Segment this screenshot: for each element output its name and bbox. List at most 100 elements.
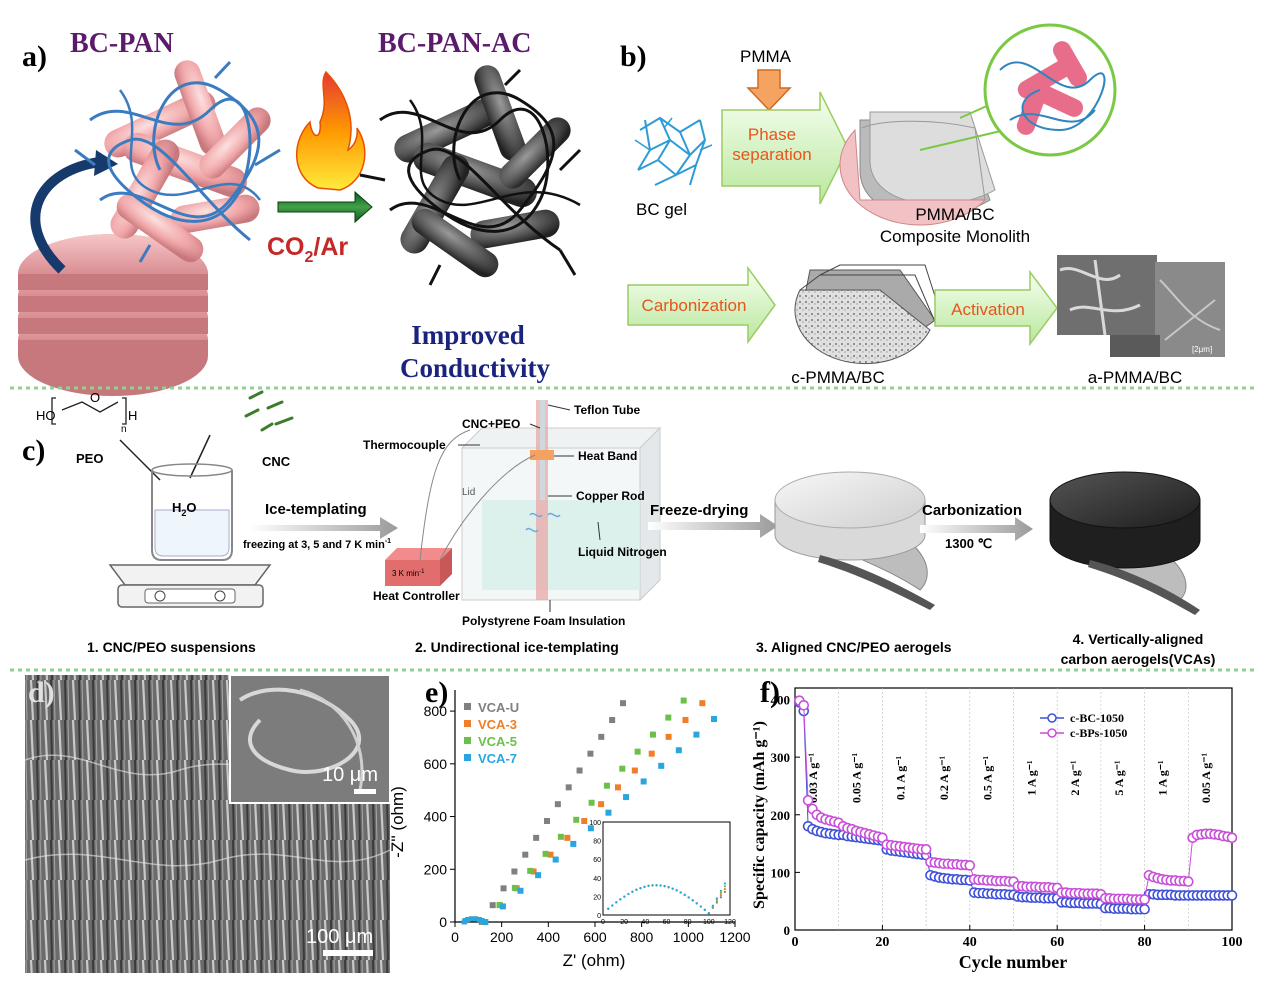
panel-a: a) BC-PAN BC-PAN-AC bbox=[18, 28, 582, 396]
eis-x-tick-label: 600 bbox=[583, 929, 607, 945]
eis-legend-label: VCA-7 bbox=[478, 751, 517, 766]
curved-arrow-icon bbox=[30, 157, 101, 274]
eis-inset-point bbox=[715, 897, 718, 900]
flame-icon bbox=[296, 70, 366, 191]
eis-inset-x-tick-label: 40 bbox=[641, 919, 649, 926]
eis-point bbox=[527, 867, 534, 874]
eis-inset-point bbox=[679, 891, 682, 894]
peo-n-text: n bbox=[121, 424, 127, 435]
ice-templating-label: Ice-templating bbox=[265, 501, 367, 518]
sem-image-2 bbox=[1155, 262, 1225, 357]
bc-pan-network-illustration bbox=[74, 60, 281, 263]
rate-point bbox=[920, 844, 932, 855]
rate-x-tick-label: 20 bbox=[875, 935, 889, 950]
eis-point bbox=[587, 750, 594, 757]
carbonization-arrow-c-icon bbox=[920, 517, 1033, 541]
eis-inset-point bbox=[671, 887, 674, 890]
eis-point bbox=[489, 902, 496, 909]
rate-x-tick-label: 80 bbox=[1138, 935, 1152, 950]
carbon-aerogel-illustration bbox=[1049, 471, 1201, 615]
eis-point bbox=[598, 733, 605, 740]
heat-controller-label: Heat Controller bbox=[373, 589, 460, 603]
inset-scale-label: 10 μm bbox=[322, 764, 378, 786]
eis-inset-point bbox=[659, 884, 662, 887]
eis-x-tick-label: 400 bbox=[537, 929, 561, 945]
eis-point bbox=[473, 916, 479, 922]
eis-point bbox=[587, 825, 594, 832]
pmma-bc-label: PMMA/BC bbox=[915, 205, 994, 224]
rate-y-tick-label: 300 bbox=[771, 750, 791, 765]
bc-pan-title: BC-PAN bbox=[70, 28, 174, 59]
heat-band-label: Heat Band bbox=[578, 449, 637, 463]
eis-inset-point bbox=[695, 902, 698, 905]
stirrer-hotplate-illustration bbox=[108, 564, 272, 608]
eis-point bbox=[511, 884, 518, 891]
rate-current-label: 0.03 A g⁻¹ bbox=[806, 752, 820, 803]
panel-d-label: d) bbox=[28, 676, 55, 709]
eis-inset-x-tick-label: 0 bbox=[601, 919, 605, 926]
freezing-label: freezing at 3, 5 and 7 K min-1 bbox=[243, 538, 391, 551]
eis-x-tick-label: 1200 bbox=[719, 929, 750, 945]
eis-point bbox=[631, 767, 638, 774]
eis-point bbox=[658, 762, 665, 769]
carbonization-label-b: Carbonization bbox=[642, 296, 747, 315]
sem-image-1 bbox=[1057, 255, 1157, 335]
eis-y-tick-label: 200 bbox=[424, 861, 448, 877]
eis-y-tick-label: 600 bbox=[424, 756, 448, 772]
eis-inset-y-tick-label: 40 bbox=[593, 876, 601, 883]
eis-inset-point bbox=[675, 889, 678, 892]
eis-inset-point bbox=[611, 904, 614, 907]
eis-inset-point bbox=[631, 890, 634, 893]
rate-series-line bbox=[799, 700, 1233, 900]
cnc-peo-label: CNC+PEO bbox=[462, 417, 520, 431]
eis-legend-label: VCA-3 bbox=[478, 717, 517, 732]
eis-point bbox=[634, 748, 641, 755]
step-4-label-line2: carbon aerogels(VCAs) bbox=[1061, 651, 1216, 667]
rate-x-tick-label: 100 bbox=[1222, 935, 1243, 950]
eis-inset-y-tick-label: 60 bbox=[593, 857, 601, 864]
eis-y-axis-label: -Z'' (ohm) bbox=[388, 786, 407, 858]
eis-x-tick-label: 1000 bbox=[673, 929, 704, 945]
rate-y-axis-label: Specific capacity (mAh g⁻¹) bbox=[751, 721, 768, 909]
phase-separation-arrow-icon bbox=[721, 91, 849, 205]
eis-inset-x-tick-label: 60 bbox=[663, 919, 671, 926]
pmma-bc-monolith-illustration bbox=[839, 23, 1117, 226]
co2-ar-label: CO2/Ar bbox=[267, 233, 348, 266]
eis-legend-marker bbox=[464, 703, 471, 710]
copper-rod-label: Copper Rod bbox=[576, 489, 645, 503]
rate-current-label: 0.5 A g⁻¹ bbox=[981, 755, 995, 800]
rate-point bbox=[1226, 890, 1238, 901]
eis-point bbox=[603, 782, 610, 789]
curved-arrow-head-icon bbox=[94, 150, 118, 176]
beaker-illustration bbox=[151, 463, 233, 561]
eis-inset-point bbox=[711, 904, 714, 907]
rate-current-label: 1 A g⁻¹ bbox=[1155, 760, 1169, 796]
eis-point bbox=[469, 916, 475, 922]
eis-inset-point bbox=[719, 894, 722, 897]
eis-inset-point bbox=[723, 890, 727, 894]
improved-label: Improved bbox=[411, 320, 525, 350]
step-2-label: 2. Undirectional ice-templating bbox=[415, 639, 619, 655]
panel-b-label: b) bbox=[620, 40, 647, 73]
lid-label: Lid bbox=[462, 487, 475, 498]
peo-o-text: O bbox=[90, 390, 100, 405]
pmma-label: PMMA bbox=[740, 47, 792, 66]
teflon-tube-label: Teflon Tube bbox=[574, 403, 641, 417]
eis-point bbox=[665, 714, 672, 721]
eis-point bbox=[480, 919, 486, 925]
eis-inset-point bbox=[687, 896, 690, 899]
rate-point bbox=[798, 699, 810, 711]
eis-inset-x-tick-label: 100 bbox=[703, 919, 715, 926]
eis-point bbox=[517, 887, 524, 894]
a-pmma-bc-label: a-PMMA/BC bbox=[1088, 368, 1182, 387]
eis-inset-point bbox=[667, 886, 670, 889]
eis-inset-point bbox=[691, 899, 694, 902]
eis-inset-point bbox=[607, 907, 610, 910]
eis-point bbox=[542, 850, 549, 857]
eis-point bbox=[605, 809, 612, 816]
eis-x-axis-label: Z' (ohm) bbox=[563, 951, 626, 970]
panel-e-label: e) bbox=[425, 676, 448, 709]
rate-point bbox=[802, 795, 814, 806]
